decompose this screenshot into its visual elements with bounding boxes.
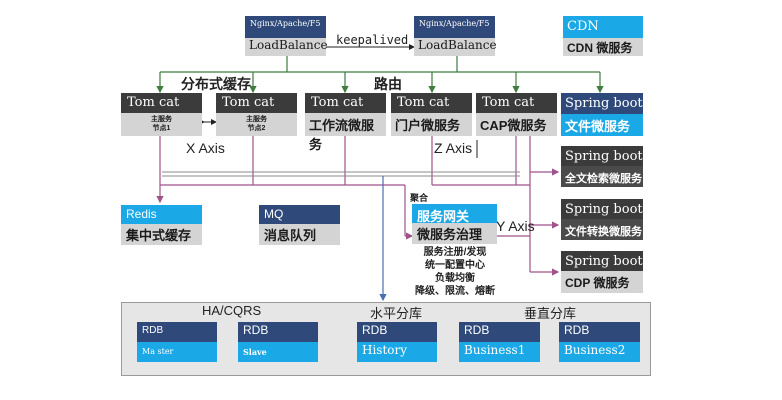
- spring-boot-header: Spring boot: [561, 199, 643, 219]
- spring-boot-header: Spring boot: [561, 93, 643, 114]
- redis-header: Redis: [121, 205, 202, 224]
- spring-boot-header: Spring boot: [561, 251, 643, 271]
- spring-boot-body: CDP 微服务: [561, 271, 643, 293]
- distributed-cache-label: 分布式缓存: [181, 76, 251, 92]
- service-lines: [156, 136, 560, 276]
- tomcat-header: Tom cat: [476, 93, 557, 113]
- tomcat-main-node-1: Tom cat 主服务 节点1: [121, 93, 202, 136]
- governance-note: 统一配置中心: [425, 260, 485, 271]
- rdb-body: History: [357, 342, 437, 362]
- mq-queue: MQ 消息队列: [259, 205, 340, 245]
- routing-label: 路由: [374, 76, 402, 92]
- tomcat-header: Tom cat: [305, 93, 386, 113]
- spring-boot-file-conversion: Spring boot 文件转换微服务: [561, 199, 643, 240]
- tomcat-body: CAP微服务: [476, 113, 557, 136]
- mq-body: 消息队列: [259, 224, 340, 245]
- cdn-service: CDN CDN 微服务: [563, 16, 643, 56]
- vertical-sharding-label: 垂直分库: [524, 306, 577, 321]
- rdb-history: RDB History: [357, 322, 437, 362]
- load-balancer-header: Nginx/Apache/F5: [414, 16, 495, 38]
- load-balancer-right: Nginx/Apache/F5 LoadBalance: [414, 16, 497, 56]
- rdb-business1: RDB Business1: [459, 322, 540, 362]
- cdn-header: CDN: [563, 16, 643, 38]
- ha-cqrs-label: HA/CQRS: [202, 303, 262, 318]
- tomcat-body: 主服务 节点1: [121, 113, 202, 136]
- tomcat-header: Tom cat: [216, 93, 297, 113]
- rdb-body: Business1: [459, 342, 540, 362]
- governance-notes: 服务注册/发现 统一配置中心 负载均衡 降级、限流、熔断: [415, 246, 495, 298]
- routing-lines: [156, 56, 604, 94]
- rdb-header: RDB: [238, 322, 318, 342]
- gateway-header: 服务网关: [412, 204, 497, 224]
- redis-cache: Redis 集中式缓存: [121, 205, 202, 245]
- horizontal-sharding-label: 水平分库: [370, 306, 423, 321]
- tomcat-header: Tom cat: [391, 93, 472, 113]
- tomcat-node: 节点2: [247, 125, 266, 132]
- tomcat-header: Tom cat: [121, 93, 202, 113]
- governance-note: 服务注册/发现: [423, 247, 487, 258]
- tomcat-body: 工作流微服务: [305, 113, 386, 152]
- spring-boot-header: Spring boot: [561, 146, 643, 166]
- redis-body: 集中式缓存: [121, 224, 202, 245]
- gateway-body: 微服务治理: [412, 223, 497, 244]
- spring-boot-body: 全文检索微服务: [561, 166, 643, 187]
- tomcat-body: 主服务 节点2: [216, 113, 297, 136]
- rdb-slave: RDB Slave: [238, 322, 318, 362]
- cdn-body: CDN 微服务: [563, 38, 643, 56]
- tomcat-cap: Tom cat CAP微服务: [476, 93, 557, 136]
- spring-boot-body: 文件转换微服务: [561, 219, 643, 240]
- rdb-body: Business2: [559, 342, 640, 362]
- rdb-header: RDB: [559, 322, 640, 342]
- spring-boot-body: 文件微服务: [561, 114, 643, 136]
- tomcat-main-node-2: Tom cat 主服务 节点2: [216, 93, 297, 136]
- y-axis-label: Y Axis: [496, 218, 535, 234]
- rdb-body: Slave: [238, 342, 318, 362]
- load-balancer-body: LoadBalance: [245, 38, 328, 56]
- mq-header: MQ: [259, 205, 340, 224]
- tomcat-body: 门户微服务: [391, 113, 472, 136]
- spring-boot-fulltext-search: Spring boot 全文检索微服务: [561, 146, 643, 187]
- keepalived-label: keepalived: [336, 33, 409, 47]
- aggregation-label: 聚合: [410, 193, 429, 203]
- spring-boot-file-service: Spring boot 文件微服务: [561, 93, 643, 136]
- load-balancer-body: LoadBalance: [414, 38, 497, 56]
- service-gateway: 服务网关 微服务治理: [412, 204, 497, 244]
- rdb-business2: RDB Business2: [559, 322, 640, 362]
- rdb-header: RDB: [459, 322, 540, 342]
- rdb-body: Ma ster: [137, 342, 217, 362]
- rdb-header: RDB: [357, 322, 437, 342]
- load-balancer-left: Nginx/Apache/F5 LoadBalance: [245, 16, 328, 56]
- load-balancer-header: Nginx/Apache/F5: [245, 16, 326, 38]
- tomcat-portal: Tom cat 门户微服务: [391, 93, 472, 136]
- tomcat-role: 主服务: [246, 116, 267, 123]
- rdb-master: RDB Ma ster: [137, 322, 217, 362]
- rdb-header: RDB: [137, 322, 217, 342]
- governance-note: 负载均衡: [435, 273, 475, 284]
- spring-boot-cdp: Spring boot CDP 微服务: [561, 251, 643, 293]
- tomcat-node: 节点1: [152, 125, 171, 132]
- governance-note: 降级、限流、熔断: [415, 286, 495, 297]
- tomcat-role: 主服务: [151, 116, 172, 123]
- tomcat-workflow: Tom cat 工作流微服务: [305, 93, 386, 152]
- x-axis-label: X Axis: [186, 140, 225, 156]
- z-axis-label: Z Axis: [434, 140, 473, 156]
